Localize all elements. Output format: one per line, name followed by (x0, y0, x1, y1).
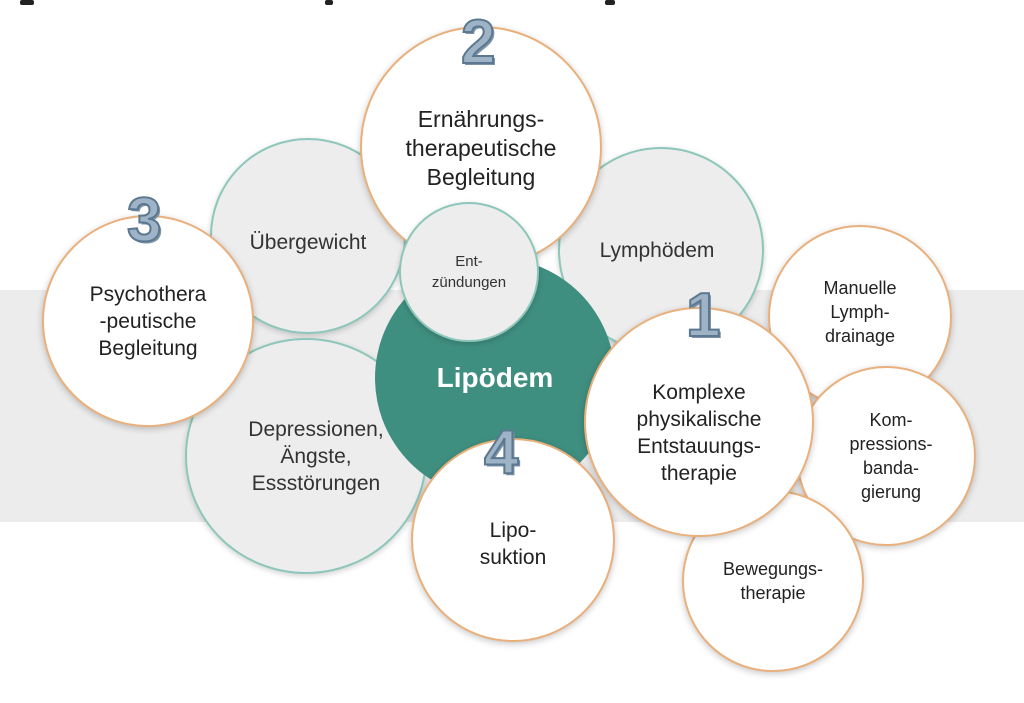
condition-entzuendungen-label: Ent- zündungen (431, 253, 507, 291)
therapy-lipo: Lipo- suktion (411, 438, 615, 642)
condition-depressionen: Depressionen, Ängste, Essstörungen (185, 338, 427, 574)
condition-entzuendungen: Ent- zündungen (399, 202, 539, 342)
condition-lymphoedem-label: Lymphödem (599, 238, 715, 262)
condition-depressionen-label: Depressionen, Ängste, Essstörungen (248, 417, 384, 495)
center-label: Lipödem (436, 362, 554, 393)
therapy-ernaehrung-label: Ernährungs- therapeutische Begleitung (405, 105, 557, 190)
condition-uebergewicht-label: Übergewicht (249, 230, 367, 254)
subtherapy-kompression: Kom- pressions- banda- gierung (796, 366, 976, 546)
therapy-number-1: 1 (685, 281, 722, 350)
therapy-number-3: 3 (126, 186, 163, 255)
therapy-lipo-label: Lipo- suktion (479, 519, 547, 569)
therapy-number-4: 4 (483, 418, 520, 487)
therapy-komplexe: Komplexe physikalische Entstauungs- ther… (584, 307, 814, 537)
subtherapy-kompression-label: Kom- pressions- banda- gierung (849, 410, 933, 502)
top-text-fragment (325, 0, 333, 5)
top-text-fragment (20, 0, 34, 5)
top-text-fragment (605, 0, 615, 5)
subtherapy-lymphdrainage-label: Manuelle Lymph- drainage (823, 278, 897, 346)
therapy-psycho: Psychothera -peutische Begleitung (42, 215, 254, 427)
therapy-psycho-label: Psychothera -peutische Begleitung (89, 282, 207, 360)
therapy-komplexe-label: Komplexe physikalische Entstauungs- ther… (636, 381, 762, 485)
therapy-number-2: 2 (460, 8, 497, 77)
subtherapy-bewegung-label: Bewegungs- therapie (722, 559, 824, 603)
